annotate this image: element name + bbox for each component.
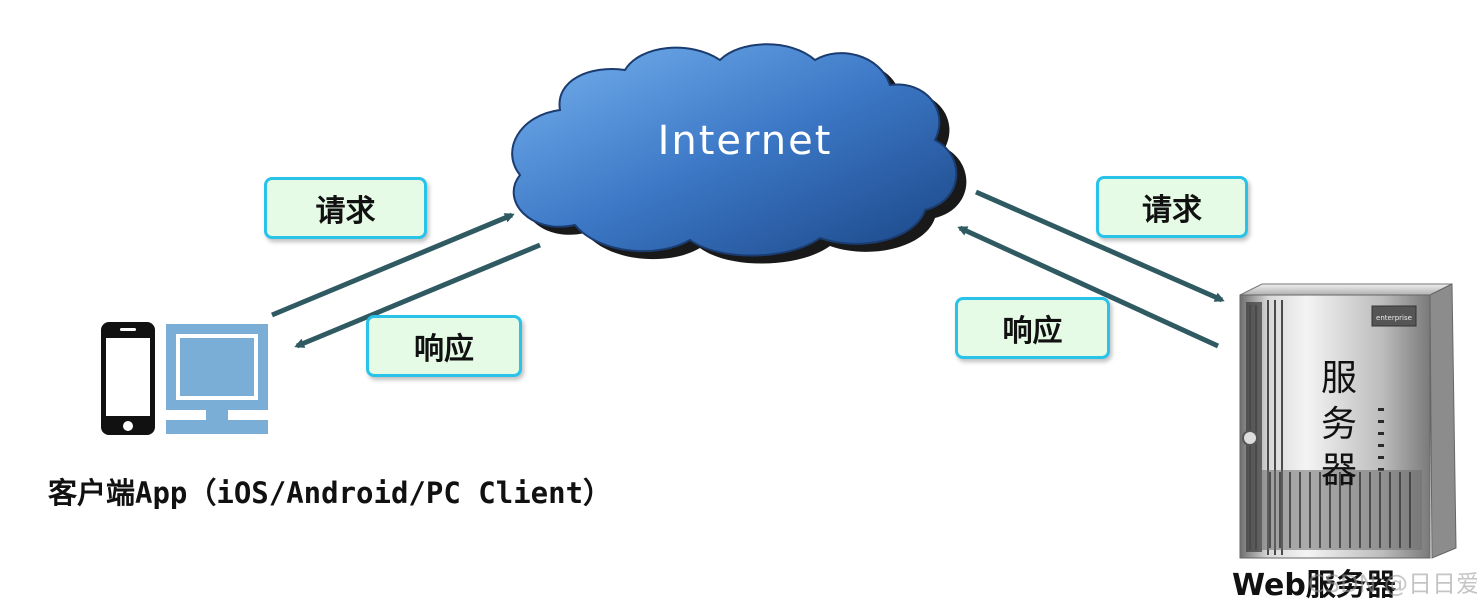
- monitor-icon: [166, 324, 268, 434]
- server-badge: enterprise: [1376, 314, 1412, 322]
- left-request-arrow: [271, 212, 515, 318]
- right-request-arrow: [974, 189, 1225, 303]
- internet-label: Internet: [657, 118, 833, 164]
- server-caption: Web服务器: [1232, 568, 1396, 603]
- left-response-arrow: [294, 242, 541, 349]
- right-response-arrow: [957, 225, 1220, 349]
- server-body-label: 服务器: [1320, 358, 1357, 491]
- left-response-label: 响应: [366, 315, 522, 377]
- left-request-label: 请求: [264, 177, 427, 239]
- watermark: CSDN @日日爱学习: [1308, 570, 1477, 598]
- internet-cloud-icon: [511, 43, 967, 264]
- server-icon: enterprise: [1239, 283, 1457, 559]
- right-response-label: 响应: [955, 297, 1110, 359]
- client-caption: 客户端App（iOS/Android/PC Client）: [48, 476, 613, 510]
- phone-icon: [101, 322, 155, 435]
- right-request-label: 请求: [1096, 176, 1248, 238]
